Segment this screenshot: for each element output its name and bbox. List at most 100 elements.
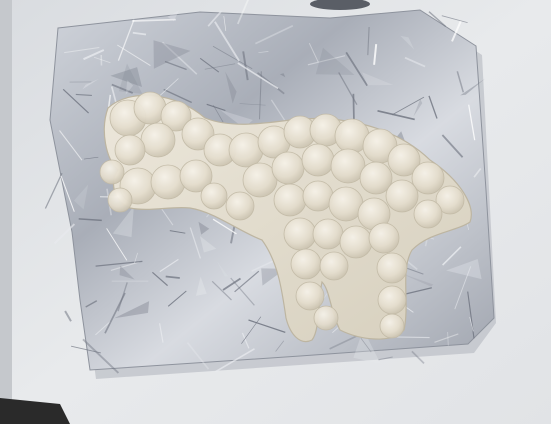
foil-crease [60, 175, 75, 212]
foil-crease [134, 252, 138, 264]
foil-crease [428, 11, 447, 28]
top-object [310, 0, 370, 10]
foil-crease [441, 134, 464, 158]
foil-crease [83, 49, 105, 61]
foil-facet [119, 265, 135, 280]
foil-crease [158, 78, 179, 98]
foil-facet [353, 329, 381, 364]
sculpture-lump [368, 222, 400, 254]
foil-crease [206, 103, 226, 112]
foil-facet [167, 9, 180, 22]
foil-crease [345, 51, 368, 87]
sculpture-lump [150, 164, 186, 200]
dark-corner [0, 398, 70, 424]
foil-crease [83, 156, 99, 160]
foil-crease [468, 104, 476, 141]
foil-facet [195, 276, 207, 296]
table-edge [0, 0, 12, 424]
sculpture-lump [99, 159, 125, 185]
foil-crease [392, 336, 430, 339]
foil-facet [125, 80, 134, 95]
foil-facet [460, 78, 485, 96]
foil-crease [110, 261, 140, 271]
foil-facet [446, 259, 482, 280]
foil-crease [186, 342, 210, 370]
foil-facet [74, 184, 89, 210]
foil-crease [204, 63, 236, 70]
foil-crease [111, 83, 134, 94]
sculpture-lump [359, 161, 393, 195]
foil-crease [132, 18, 176, 22]
foil-facet [220, 110, 253, 128]
foil-crease [222, 277, 242, 291]
foil-crease [106, 228, 128, 261]
sculpture-lump [295, 281, 325, 311]
foil-crease [161, 41, 198, 75]
sculpture-lump [228, 132, 264, 168]
foil-crease [476, 12, 503, 26]
foil-crease [428, 95, 438, 119]
foil-crease [214, 348, 255, 373]
foil-crease [189, 227, 201, 259]
foil-crease [248, 319, 286, 333]
sculpture-lump [319, 251, 349, 281]
sculpture-lump [435, 185, 465, 215]
foil-crease [163, 88, 192, 104]
foil-crease [473, 167, 482, 178]
foil-facet [362, 72, 394, 86]
foil-crease [275, 340, 285, 352]
foil-crease [159, 258, 179, 273]
foil-crease [373, 44, 378, 65]
sculpture-lump [290, 248, 322, 280]
foil-crease [241, 332, 250, 349]
sculpture-lump [200, 182, 228, 210]
foil-crease [239, 103, 266, 106]
foil-facet [199, 236, 217, 253]
foil-crease [404, 56, 426, 68]
foil-crease [117, 19, 135, 61]
foil-facet [225, 71, 237, 104]
foil-facet [400, 35, 415, 50]
foil-crease [71, 280, 75, 303]
foil-facet [112, 206, 134, 238]
foil-crease [93, 56, 111, 64]
foil-crease [62, 88, 90, 114]
foil-crease [454, 266, 472, 310]
foil-crease [75, 93, 92, 96]
foil-crease [307, 55, 346, 66]
sculpture-lump [302, 180, 334, 212]
foil-crease [211, 280, 232, 301]
foil-crease [255, 24, 294, 45]
sculpture-lump [271, 151, 305, 185]
sculpture-lump [179, 159, 213, 193]
sculpture-lump [114, 134, 146, 166]
foil-crease [212, 104, 224, 123]
foil-crease [132, 31, 147, 36]
foil-crease [411, 350, 425, 365]
foil-crease [360, 337, 372, 353]
foil-crease [95, 321, 111, 336]
foil-crease [237, 62, 279, 90]
foil-crease [59, 130, 83, 161]
sculpture-lump [160, 100, 192, 132]
foil-crease [241, 316, 262, 344]
foil-crease [78, 218, 102, 222]
foil-crease [64, 47, 100, 54]
foil-crease [212, 218, 237, 235]
foil-crease [53, 223, 76, 245]
foil-crease [71, 345, 101, 354]
sculpture-lump [385, 179, 419, 213]
sculpture-lump [411, 161, 445, 195]
foil-facet [279, 73, 286, 78]
foil-crease [82, 338, 120, 374]
foil-crease [469, 317, 474, 332]
foil-facet [413, 99, 423, 117]
foil-crease [159, 323, 164, 343]
foil-crease [242, 51, 249, 81]
foil-crease [258, 71, 262, 120]
foil-crease [378, 356, 393, 361]
foil-crease [451, 20, 462, 42]
sculpture-lumps [99, 91, 465, 339]
